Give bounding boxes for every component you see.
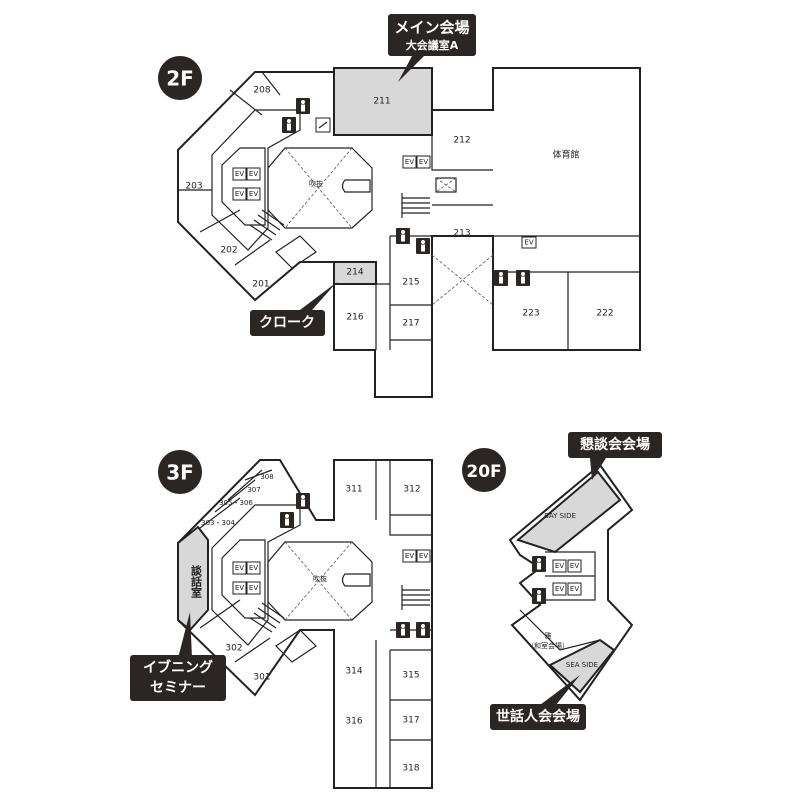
svg-text:EV: EV	[419, 158, 428, 166]
room-danwa[interactable]	[177, 525, 209, 632]
svg-text:EV: EV	[249, 170, 258, 178]
room-label: BAY SIDE	[544, 512, 576, 520]
svg-text:懇談会会場: 懇談会会場	[580, 436, 650, 453]
restroom-icon	[416, 238, 430, 254]
room-label: 222	[596, 309, 613, 319]
svg-text:EV: EV	[419, 552, 428, 560]
room-label: 311	[345, 485, 362, 495]
room-label: 316	[345, 717, 362, 727]
svg-text:EV: EV	[524, 239, 533, 247]
room-label: 215	[402, 278, 419, 288]
restroom-icon	[280, 512, 294, 528]
floor-20f: 20F EV EV EV EV BAY SIDE SEA SIDE 雅 （和室会…	[462, 432, 662, 730]
room-label: 雅	[545, 631, 552, 640]
svg-text:EV: EV	[555, 562, 564, 570]
room-label: 203	[185, 182, 202, 192]
room-label: SEA SIDE	[566, 661, 598, 669]
restroom-icon	[532, 588, 546, 604]
room-bay-side[interactable]	[515, 470, 622, 554]
room-label-danwa: 談話室	[190, 564, 203, 598]
callout-sewanin: 世話人会会場	[490, 675, 586, 730]
svg-text:世話人会会場: 世話人会会場	[496, 708, 580, 725]
restroom-icon	[532, 556, 546, 572]
room-label: 体育館	[552, 149, 579, 161]
room-label: 208	[253, 86, 270, 96]
ev-2f-1: EV EV	[402, 155, 431, 169]
room-label: 307	[247, 486, 260, 494]
svg-text:イブニング: イブニング	[143, 659, 213, 676]
room-label: 308	[260, 473, 273, 481]
svg-text:EV: EV	[235, 564, 244, 572]
restroom-icon	[516, 270, 530, 286]
restroom-icon	[282, 117, 296, 133]
floor-2f: 2F EV EV EV EV EV	[158, 14, 641, 398]
svg-text:セミナー: セミナー	[150, 680, 206, 696]
svg-text:EV: EV	[249, 190, 258, 198]
svg-text:EV: EV	[555, 585, 564, 593]
callout-main-venue: メイン会場 大会議室A	[388, 14, 476, 82]
room-label: 223	[522, 309, 539, 319]
ev-3f-2: EV EV EV EV	[232, 561, 261, 595]
svg-text:3F: 3F	[166, 461, 194, 485]
atrium-label: 吹抜	[313, 574, 327, 583]
svg-text:EV: EV	[249, 564, 258, 572]
room-label: 213	[453, 229, 470, 239]
restroom-icon	[296, 493, 310, 509]
floor-badge-20f: 20F	[462, 448, 506, 492]
callout-evening-seminar: イブニング セミナー	[130, 612, 226, 701]
room-label: 303・304	[201, 519, 235, 527]
room-label: 201	[252, 280, 269, 290]
atrium-label: 吹抜	[309, 179, 323, 188]
svg-text:メイン会場: メイン会場	[394, 19, 469, 37]
ev-2f-gym: EV	[521, 236, 537, 249]
restroom-icon	[296, 98, 310, 114]
restroom-icon	[494, 270, 508, 286]
room-label: 211	[373, 97, 390, 107]
restroom-icon	[396, 622, 410, 638]
room-label: 216	[346, 313, 363, 323]
room-label: 217	[402, 319, 419, 329]
svg-text:EV: EV	[570, 562, 579, 570]
svg-text:EV: EV	[249, 584, 258, 592]
room-label: （和室会場）	[527, 641, 569, 650]
callout-kondan: 懇談会会場	[568, 432, 662, 480]
svg-text:2F: 2F	[166, 67, 194, 91]
svg-text:EV: EV	[570, 585, 579, 593]
room-label: 312	[403, 485, 420, 495]
room-label: 214	[346, 268, 363, 278]
room-label: 317	[402, 716, 419, 726]
ev-2f-2: EV EV EV EV	[232, 167, 261, 201]
svg-text:大会議室A: 大会議室A	[406, 38, 459, 52]
restroom-icon	[416, 622, 430, 638]
svg-text:EV: EV	[405, 552, 414, 560]
room-label: 318	[402, 764, 419, 774]
room-label: 314	[345, 667, 362, 677]
svg-text:EV: EV	[405, 158, 414, 166]
room-label: 315	[402, 671, 419, 681]
ev-20f: EV EV EV EV	[552, 559, 582, 596]
svg-text:EV: EV	[235, 584, 244, 592]
room-label: 301	[253, 673, 270, 683]
svg-text:EV: EV	[235, 170, 244, 178]
room-label: 202	[220, 246, 237, 256]
callout-cloak: クローク	[250, 282, 337, 336]
ev-3f-1: EV EV	[402, 549, 431, 563]
floor-badge-3f: 3F	[158, 450, 202, 494]
room-211[interactable]	[333, 67, 433, 136]
svg-text:20F: 20F	[466, 462, 501, 482]
svg-text:クローク: クローク	[259, 315, 315, 331]
svg-text:EV: EV	[235, 190, 244, 198]
smoking-icon	[315, 117, 331, 133]
restroom-icon	[396, 228, 410, 244]
room-label: 305・306	[219, 499, 253, 507]
room-label: 212	[453, 136, 470, 146]
floor-badge-2f: 2F	[158, 56, 202, 100]
room-label: 302	[225, 644, 242, 654]
floor-3f: 3F EV EV EV EV EV EV 308 307 305・306	[130, 450, 433, 789]
